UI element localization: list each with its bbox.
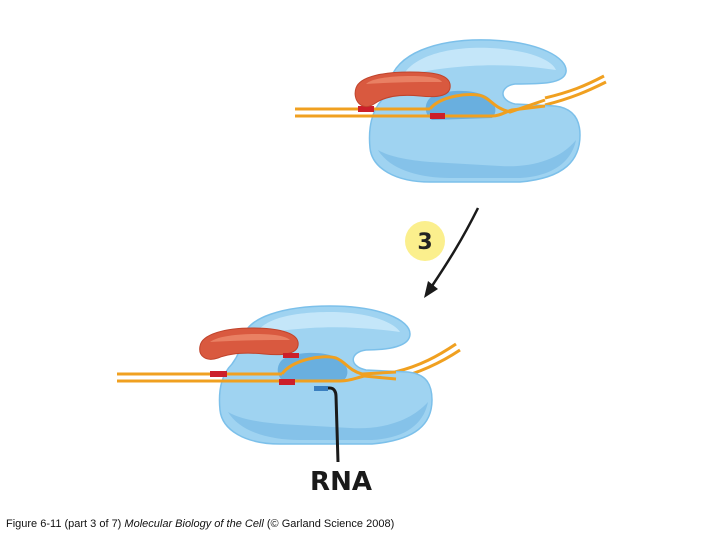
top-promoter-mark-minus10 <box>430 113 445 119</box>
bottom-active-site-cleft <box>277 352 348 382</box>
bottom-dna-bubble <box>280 355 397 383</box>
bottom-dna-left-strands <box>117 372 282 383</box>
bottom-polymerase-complex <box>117 305 461 463</box>
figure-caption: Figure 6-11 (part 3 of 7) Molecular Biol… <box>6 518 394 530</box>
bottom-sigma-highlight <box>210 334 290 342</box>
step-arrow <box>424 207 480 298</box>
bottom-polymerase-highlight <box>256 312 400 334</box>
caption-suffix: (© Garland Science 2008) <box>266 518 395 530</box>
rna-label: RNA <box>310 467 372 497</box>
top-polymerase-complex <box>295 39 607 183</box>
bottom-promoter-mark-minus10 <box>279 379 295 385</box>
rna-start-segment <box>314 386 328 391</box>
bottom-promoter-mark-minus35 <box>210 371 227 377</box>
top-promoter-mark-minus35 <box>358 106 374 112</box>
bottom-sigma-contact-mark <box>283 353 299 358</box>
top-dna-bubble <box>428 93 546 118</box>
step-indicator: 3 <box>405 221 445 261</box>
top-polymerase-lower-shade <box>378 140 576 178</box>
top-dna-right-strands <box>544 74 607 107</box>
top-sigma-highlight <box>366 76 442 84</box>
step-number: 3 <box>417 230 432 255</box>
rna-transcript <box>318 386 340 463</box>
step-arrow-head <box>424 281 438 298</box>
step-circle <box>405 221 445 261</box>
caption-book-title: Molecular Biology of the Cell <box>124 518 264 530</box>
caption-prefix: Figure 6-11 (part 3 of 7) <box>6 518 122 530</box>
bottom-polymerase-lower-shade <box>228 402 428 440</box>
top-polymerase-highlight <box>402 47 556 78</box>
